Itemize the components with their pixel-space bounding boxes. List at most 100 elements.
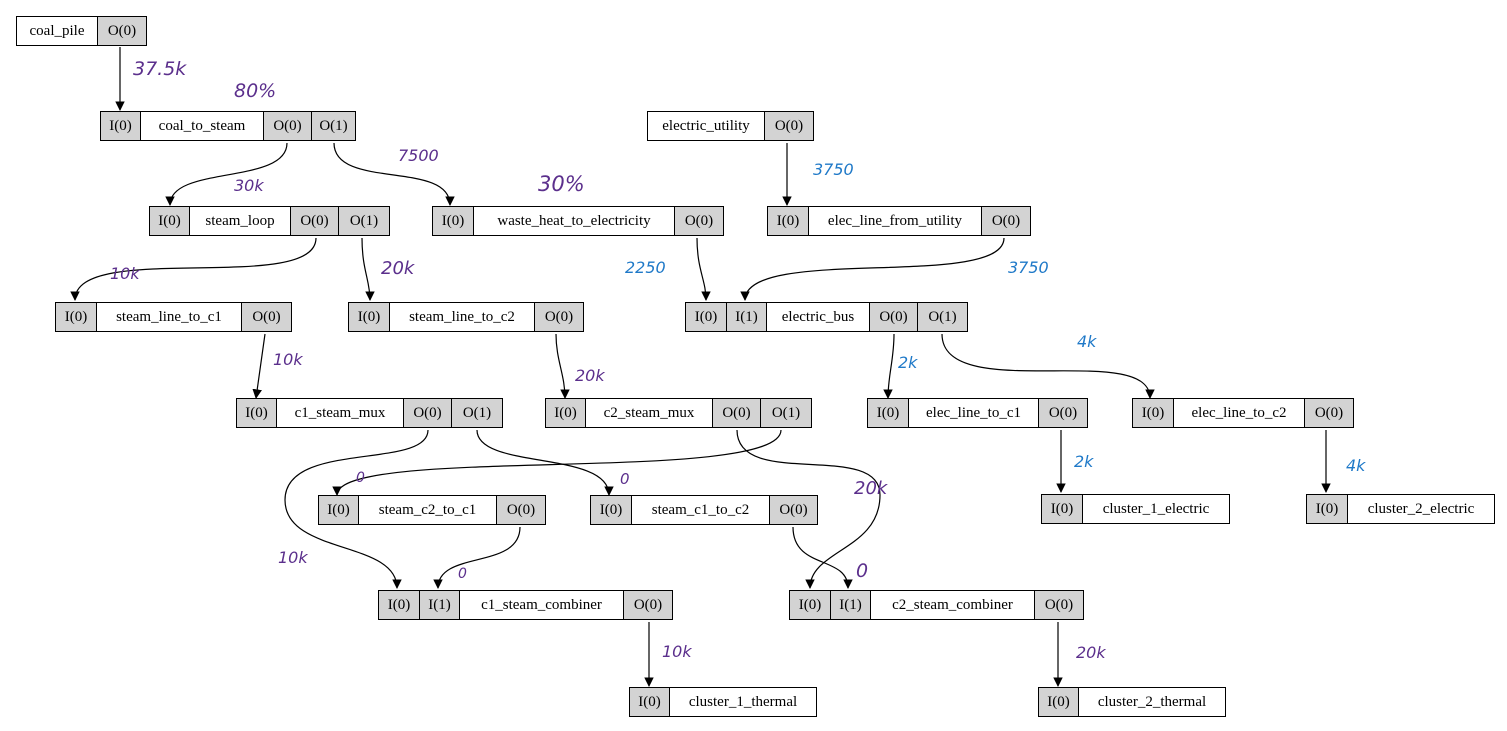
output-port[interactable]: O(1): [761, 399, 811, 427]
input-port[interactable]: I(0): [433, 207, 474, 235]
node-label: steam_loop: [190, 207, 291, 235]
node-cluster-1-electric: I(0) cluster_1_electric: [1041, 494, 1230, 524]
annotation-c1-thermal-flow: 10k: [662, 642, 692, 661]
output-port[interactable]: O(0): [404, 399, 452, 427]
annotation-c1-combiner-in1: 0: [458, 566, 467, 582]
input-port[interactable]: I(0): [1042, 495, 1083, 523]
input-port[interactable]: I(0): [790, 591, 831, 619]
node-waste-heat-to-electricity: I(0) waste_heat_to_electricity O(0): [432, 206, 724, 236]
input-port[interactable]: I(0): [379, 591, 420, 619]
node-elec-line-to-c1: I(0) elec_line_to_c1 O(0): [867, 398, 1088, 428]
node-elec-line-to-c2: I(0) elec_line_to_c2 O(0): [1132, 398, 1354, 428]
annotation-c2-direct-flow: 20k: [854, 478, 888, 499]
input-port[interactable]: I(0): [319, 496, 359, 524]
node-label: waste_heat_to_electricity: [474, 207, 675, 235]
edge-mux-c1-to-c1-combiner: [284, 429, 429, 589]
node-label: elec_line_to_c2: [1174, 399, 1305, 427]
input-port[interactable]: I(0): [349, 303, 390, 331]
output-port[interactable]: O(1): [312, 112, 355, 140]
input-port[interactable]: I(0): [1039, 688, 1079, 716]
annotation-coal-flow: 37.5k: [133, 58, 187, 80]
output-port[interactable]: O(0): [624, 591, 672, 619]
output-port[interactable]: O(1): [918, 303, 967, 331]
node-label: cluster_1_electric: [1083, 495, 1229, 523]
node-label: coal_to_steam: [141, 112, 264, 140]
node-label: steam_c2_to_c1: [359, 496, 497, 524]
node-coal-to-steam: I(0) coal_to_steam O(0) O(1): [100, 111, 356, 141]
output-port[interactable]: O(0): [770, 496, 817, 524]
output-port[interactable]: O(0): [713, 399, 761, 427]
annotation-utility-flow: 3750: [813, 160, 854, 179]
node-c2-steam-combiner: I(0) I(1) c2_steam_combiner O(0): [789, 590, 1084, 620]
input-port[interactable]: I(0): [591, 496, 632, 524]
output-port[interactable]: O(0): [242, 303, 291, 331]
output-port[interactable]: O(1): [339, 207, 389, 235]
input-port[interactable]: I(0): [768, 207, 809, 235]
annotation-c2-line-flow: 20k: [381, 258, 415, 279]
node-c1-steam-combiner: I(0) I(1) c1_steam_combiner O(0): [378, 590, 673, 620]
annotation-c1-mux-in: 10k: [273, 350, 303, 369]
input-port[interactable]: I(0): [101, 112, 141, 140]
node-c1-steam-mux: I(0) c1_steam_mux O(0) O(1): [236, 398, 503, 428]
annotation-c1-line-flow: 10k: [110, 264, 140, 283]
input-port[interactable]: I(0): [546, 399, 586, 427]
node-cluster-2-thermal: I(0) cluster_2_thermal: [1038, 687, 1226, 717]
input-port[interactable]: I(0): [868, 399, 909, 427]
input-port[interactable]: I(0): [630, 688, 670, 716]
output-port[interactable]: O(0): [1039, 399, 1087, 427]
output-port[interactable]: O(0): [1035, 591, 1083, 619]
output-port[interactable]: O(1): [452, 399, 502, 427]
node-label: c2_steam_combiner: [871, 591, 1035, 619]
edge-line-c1-to-mux-c1: [252, 333, 266, 399]
node-electric-utility: electric_utility O(0): [647, 111, 814, 141]
annotation-steam-flow: 30k: [234, 176, 264, 195]
input-port[interactable]: I(0): [237, 399, 277, 427]
input-port[interactable]: I(0): [150, 207, 190, 235]
node-electric-bus: I(0) I(1) electric_bus O(0) O(1): [685, 302, 968, 332]
edge-steam-c2-to-c1-to-c1-combiner: [433, 526, 521, 589]
annotation-c2-to-c1-flow: 0: [356, 470, 365, 486]
node-steam-c1-to-c2: I(0) steam_c1_to_c2 O(0): [590, 495, 818, 525]
edge-bus-to-elec-c2: [941, 333, 1155, 399]
edge-coal-to-steam-to-waste-heat: [333, 142, 455, 206]
annotation-waste-elec-flow: 2250: [625, 258, 666, 277]
node-label: steam_line_to_c1: [97, 303, 242, 331]
node-steam-c2-to-c1: I(0) steam_c2_to_c1 O(0): [318, 495, 546, 525]
edge-bus-to-elec-c1: [883, 333, 895, 399]
output-port[interactable]: O(0): [765, 112, 813, 140]
node-label: coal_pile: [17, 17, 98, 45]
input-port[interactable]: I(0): [1133, 399, 1174, 427]
node-label: electric_utility: [648, 112, 765, 140]
annotation-waste-heat-flow: 7500: [398, 146, 439, 165]
node-elec-line-from-utility: I(0) elec_line_from_utility O(0): [767, 206, 1031, 236]
input-port[interactable]: I(1): [831, 591, 871, 619]
node-label: c1_steam_combiner: [460, 591, 624, 619]
output-port[interactable]: O(0): [264, 112, 312, 140]
node-label: steam_c1_to_c2: [632, 496, 770, 524]
input-port[interactable]: I(0): [686, 303, 727, 331]
output-port[interactable]: O(0): [675, 207, 723, 235]
annotation-c1-direct-flow: 10k: [278, 548, 308, 567]
edge-mux-c2-to-c2-combiner: [736, 429, 881, 589]
output-port[interactable]: O(0): [497, 496, 545, 524]
node-steam-line-to-c2: I(0) steam_line_to_c2 O(0): [348, 302, 584, 332]
output-port[interactable]: O(0): [291, 207, 339, 235]
output-port[interactable]: O(0): [1305, 399, 1353, 427]
output-port[interactable]: O(0): [98, 17, 146, 45]
edge-line-c2-to-mux-c2: [555, 333, 570, 399]
node-label: elec_line_to_c1: [909, 399, 1039, 427]
annotation-c1-elec-flow: 2k: [1074, 452, 1094, 471]
annotation-utility-line-flow: 3750: [1008, 258, 1049, 277]
output-port[interactable]: O(0): [535, 303, 583, 331]
annotation-bus-to-c2: 4k: [1077, 332, 1097, 351]
annotation-c2-elec-flow: 4k: [1346, 456, 1366, 475]
input-port[interactable]: I(1): [727, 303, 767, 331]
output-port[interactable]: O(0): [982, 207, 1030, 235]
input-port[interactable]: I(0): [1307, 495, 1348, 523]
input-port[interactable]: I(1): [420, 591, 460, 619]
output-port[interactable]: O(0): [870, 303, 918, 331]
input-port[interactable]: I(0): [56, 303, 97, 331]
node-label: cluster_2_electric: [1348, 495, 1494, 523]
node-steam-line-to-c1: I(0) steam_line_to_c1 O(0): [55, 302, 292, 332]
